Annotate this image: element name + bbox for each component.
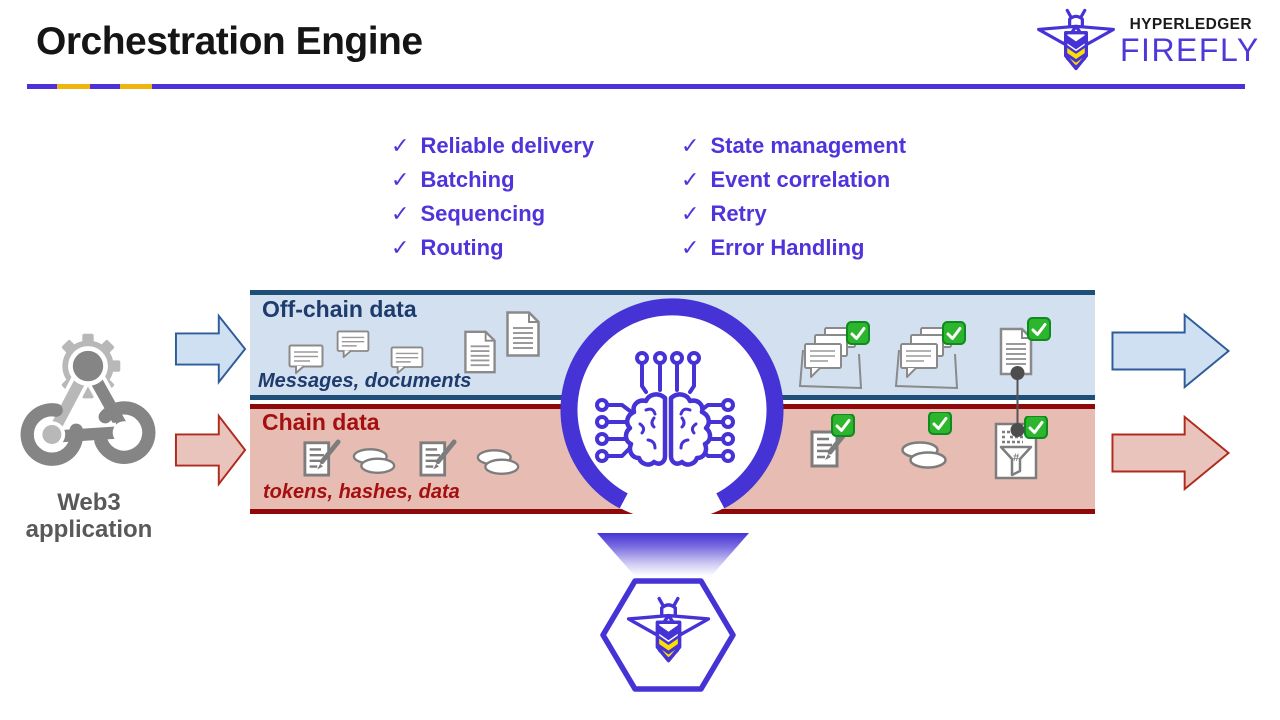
- bee-icon: [626, 596, 711, 663]
- document-icon: [999, 317, 1051, 376]
- checklist-left: ✓ Reliable delivery ✓ Batching ✓ Sequenc…: [391, 129, 594, 265]
- message-batch-icon: [798, 321, 870, 390]
- flow-arrow-icon: [1111, 312, 1231, 390]
- checklist-item: ✓ Error Handling: [681, 231, 906, 265]
- title-divider: [27, 84, 1245, 89]
- checklist-item: ✓ Batching: [391, 163, 594, 197]
- checklist-item: ✓ Event correlation: [681, 163, 906, 197]
- checklist-item-label: Routing: [420, 235, 504, 260]
- hash-glyph: #: [1013, 452, 1019, 464]
- logo-product: FIREFLY: [1120, 32, 1260, 68]
- green-check-badge-icon: [1024, 416, 1048, 439]
- divider-yellow-dash: [120, 84, 152, 89]
- check-icon: ✓: [681, 235, 700, 260]
- checklist-right: ✓ State management ✓ Event correlation ✓…: [681, 129, 906, 265]
- output-beam: [597, 533, 749, 578]
- check-icon: ✓: [391, 235, 410, 260]
- checklist-item: ✓ Routing: [391, 231, 594, 265]
- checklist-item-label: Retry: [710, 201, 767, 226]
- web3-label-line1: Web3: [57, 489, 121, 516]
- green-check-badge-icon: [1027, 317, 1051, 341]
- check-icon: ✓: [391, 167, 410, 192]
- document-icon: [506, 311, 540, 357]
- circuit-brain-icon: [595, 351, 735, 467]
- check-icon: ✓: [681, 167, 700, 192]
- green-check-badge-icon: [928, 412, 952, 435]
- flow-arrow-icon: [174, 313, 247, 385]
- checklist-item-label: Batching: [420, 167, 515, 192]
- flow-arrow-icon: [174, 413, 247, 487]
- page-title: Orchestration Engine: [36, 20, 423, 63]
- divider-yellow-dash: [57, 84, 90, 89]
- smart-contract-icon: [303, 439, 341, 477]
- message-batch-icon: [894, 321, 966, 390]
- gear-network-icon: [20, 333, 156, 466]
- checklist-item: ✓ Sequencing: [391, 197, 594, 231]
- offchain-band-title: Off-chain data: [262, 296, 417, 322]
- pin-connector: [1010, 366, 1025, 437]
- green-check-badge-icon: [942, 321, 966, 345]
- checklist-item-label: Error Handling: [710, 235, 865, 260]
- smart-contract-icon: [810, 414, 855, 468]
- chain-band-title: Chain data: [262, 409, 380, 435]
- check-icon: ✓: [681, 133, 700, 158]
- offchain-band-caption: Messages, documents: [258, 370, 472, 392]
- document-icon: [464, 330, 496, 374]
- green-check-badge-icon: [831, 414, 855, 437]
- speech-bubble-icon: [288, 344, 324, 374]
- coins-icon: [901, 412, 952, 469]
- checklist-item: ✓ Reliable delivery: [391, 129, 594, 163]
- logo-brand: HYPERLEDGER: [1129, 16, 1252, 33]
- checklist-item: ✓ State management: [681, 129, 906, 163]
- checklist-item: ✓ Retry: [681, 197, 906, 231]
- checklist-item-label: Sequencing: [420, 201, 546, 226]
- check-icon: ✓: [391, 201, 410, 226]
- coins-icon: [476, 449, 520, 475]
- firefly-hexagon-icon: [600, 578, 736, 692]
- firefly-logo: HYPERLEDGER FIREFLY: [1036, 8, 1260, 78]
- flow-arrow-icon: [1111, 414, 1231, 492]
- speech-bubble-icon: [390, 346, 424, 374]
- coins-icon: [352, 448, 396, 474]
- smart-contract-icon: [419, 439, 457, 477]
- checklist-item-label: Reliable delivery: [420, 133, 595, 158]
- check-icon: ✓: [681, 201, 700, 226]
- checklist-item-label: Event correlation: [710, 167, 891, 192]
- chain-band-caption: tokens, hashes, data: [263, 481, 460, 503]
- web3-application-label: Web3 application: [0, 489, 178, 543]
- web3-label-line2: application: [25, 516, 153, 543]
- green-check-badge-icon: [846, 321, 870, 345]
- bee-icon: [1037, 8, 1115, 71]
- speech-bubble-icon: [336, 330, 370, 358]
- check-icon: ✓: [391, 133, 410, 158]
- checklist-item-label: State management: [710, 133, 907, 158]
